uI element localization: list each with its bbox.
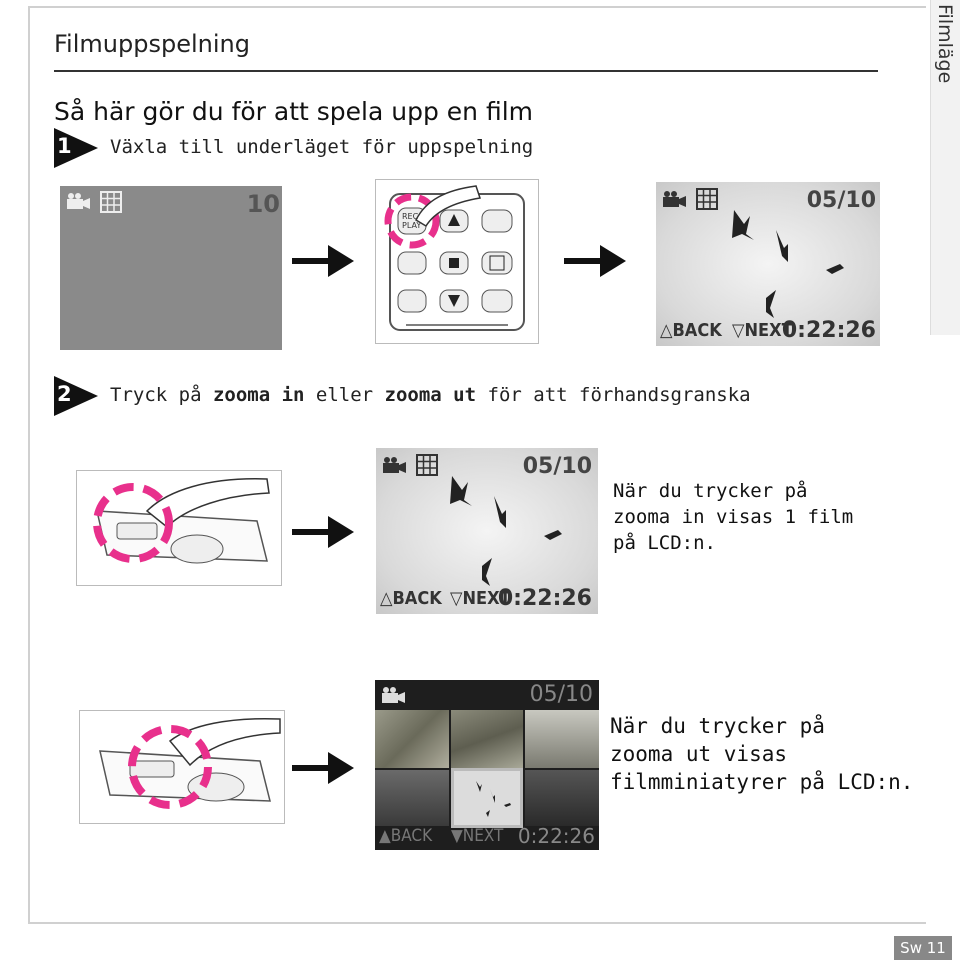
lcd-thumbnails: 05/10 ▲BACK ▼NEXT 0:22:26: [375, 680, 599, 850]
back-control: ▲BACK: [379, 826, 432, 846]
thumbnail-2[interactable]: [451, 710, 523, 768]
next-label: NEXT: [462, 826, 504, 846]
zoom-out-device-illustration: [99, 717, 281, 809]
back-control: △BACK: [380, 588, 442, 609]
right-arrow-icon: [564, 245, 626, 277]
zoom-out-term: zooma ut: [384, 384, 477, 406]
zoom-in-description: När du trycker på zooma in visas 1 film …: [613, 480, 854, 554]
step-1-number: 1: [57, 134, 72, 158]
side-tab-label-wrap: Filmläge: [930, 0, 960, 90]
lcd-time: 0:22:26: [781, 318, 876, 343]
lcd-blank-counter: 10: [246, 190, 280, 218]
right-arrow-icon: [292, 516, 354, 548]
section-heading: Så här gör du för att spela upp en film: [54, 97, 534, 126]
side-tab-label: Filmläge: [934, 4, 956, 84]
lcd-counter: 05/10: [806, 188, 876, 213]
side-tab: [930, 0, 960, 335]
next-label: NEXT: [462, 588, 511, 609]
birds-image: [732, 210, 844, 318]
lcd-playback-2: 05/10 △BACK ▽NEXT 0:22:26: [376, 448, 598, 614]
play-label: PLAY: [402, 221, 422, 230]
next-triangle-icon: ▽: [450, 588, 463, 609]
zoom-out-description: När du trycker på zooma ut visas filmmin…: [610, 714, 914, 794]
lcd-time: 0:22:26: [497, 586, 592, 611]
lcd-playback-1: 05/10 △BACK ▽NEXT 0:22:26: [656, 182, 880, 346]
rec-play-button[interactable]: REC PLAY: [402, 212, 421, 230]
lcd-blank: 10: [60, 186, 282, 350]
step-2-text-middle: eller: [304, 384, 385, 406]
next-control: ▽NEXT: [732, 320, 793, 341]
zoom-in-device-panel: [76, 470, 282, 586]
right-arrow-icon: [292, 752, 354, 784]
birds-image: [476, 781, 511, 817]
zoom-in-device-illustration: [93, 478, 270, 564]
step-1-marker: 1: [54, 128, 98, 168]
back-triangle-icon: ▲: [379, 826, 391, 846]
thumbnail-5-selected[interactable]: [451, 768, 523, 828]
thumbnail-1[interactable]: [375, 710, 449, 768]
page-frame: [28, 6, 926, 924]
step-2-marker: 2: [54, 376, 98, 416]
thumbnail-grid-icon: [416, 454, 438, 476]
movie-camera-icon: [663, 191, 686, 207]
back-label: BACK: [390, 826, 433, 846]
zoom-in-term: zooma in: [212, 384, 305, 406]
next-control: ▽NEXT: [450, 588, 511, 609]
remote-panel: REC PLAY: [375, 179, 539, 344]
rec-label: REC: [402, 212, 419, 221]
remote-illustration: [384, 185, 525, 331]
step-1-text: Växla till underläget för uppspelning: [110, 136, 534, 158]
page-title: Filmuppspelning: [54, 30, 250, 58]
next-triangle-icon: ▽: [732, 320, 745, 341]
thumbnail-grid-icon: [100, 191, 122, 213]
movie-camera-icon: [383, 457, 406, 473]
back-triangle-icon: △: [380, 588, 393, 609]
next-control: ▼NEXT: [451, 826, 503, 846]
step-2-text-after: för att förhandsgranska: [476, 384, 751, 406]
title-rule: [54, 70, 878, 72]
back-label: BACK: [672, 320, 722, 341]
thumbnail-3[interactable]: [525, 710, 599, 768]
thumbnail-6[interactable]: [525, 770, 599, 826]
zoom-out-device-panel: [79, 710, 285, 824]
right-arrow-icon: [292, 245, 354, 277]
back-control: △BACK: [660, 320, 722, 341]
lcd-counter: 05/10: [529, 682, 593, 707]
movie-camera-icon: [67, 193, 90, 209]
next-label: NEXT: [744, 320, 793, 341]
step-2-text: Tryck på zooma in eller zooma ut för att…: [110, 384, 751, 406]
birds-image: [450, 476, 562, 586]
thumbnail-4[interactable]: [375, 770, 449, 826]
back-label: BACK: [392, 588, 442, 609]
movie-camera-icon: [382, 687, 405, 703]
page-number: Sw 11: [894, 936, 952, 960]
step-2-number: 2: [57, 382, 72, 406]
step-2-text-before: Tryck på: [110, 384, 213, 406]
back-triangle-icon: △: [660, 320, 673, 341]
next-triangle-icon: ▼: [451, 826, 463, 846]
thumbnail-grid-icon: [696, 188, 718, 210]
lcd-time: 0:22:26: [517, 824, 595, 848]
lcd-counter: 05/10: [522, 454, 592, 479]
